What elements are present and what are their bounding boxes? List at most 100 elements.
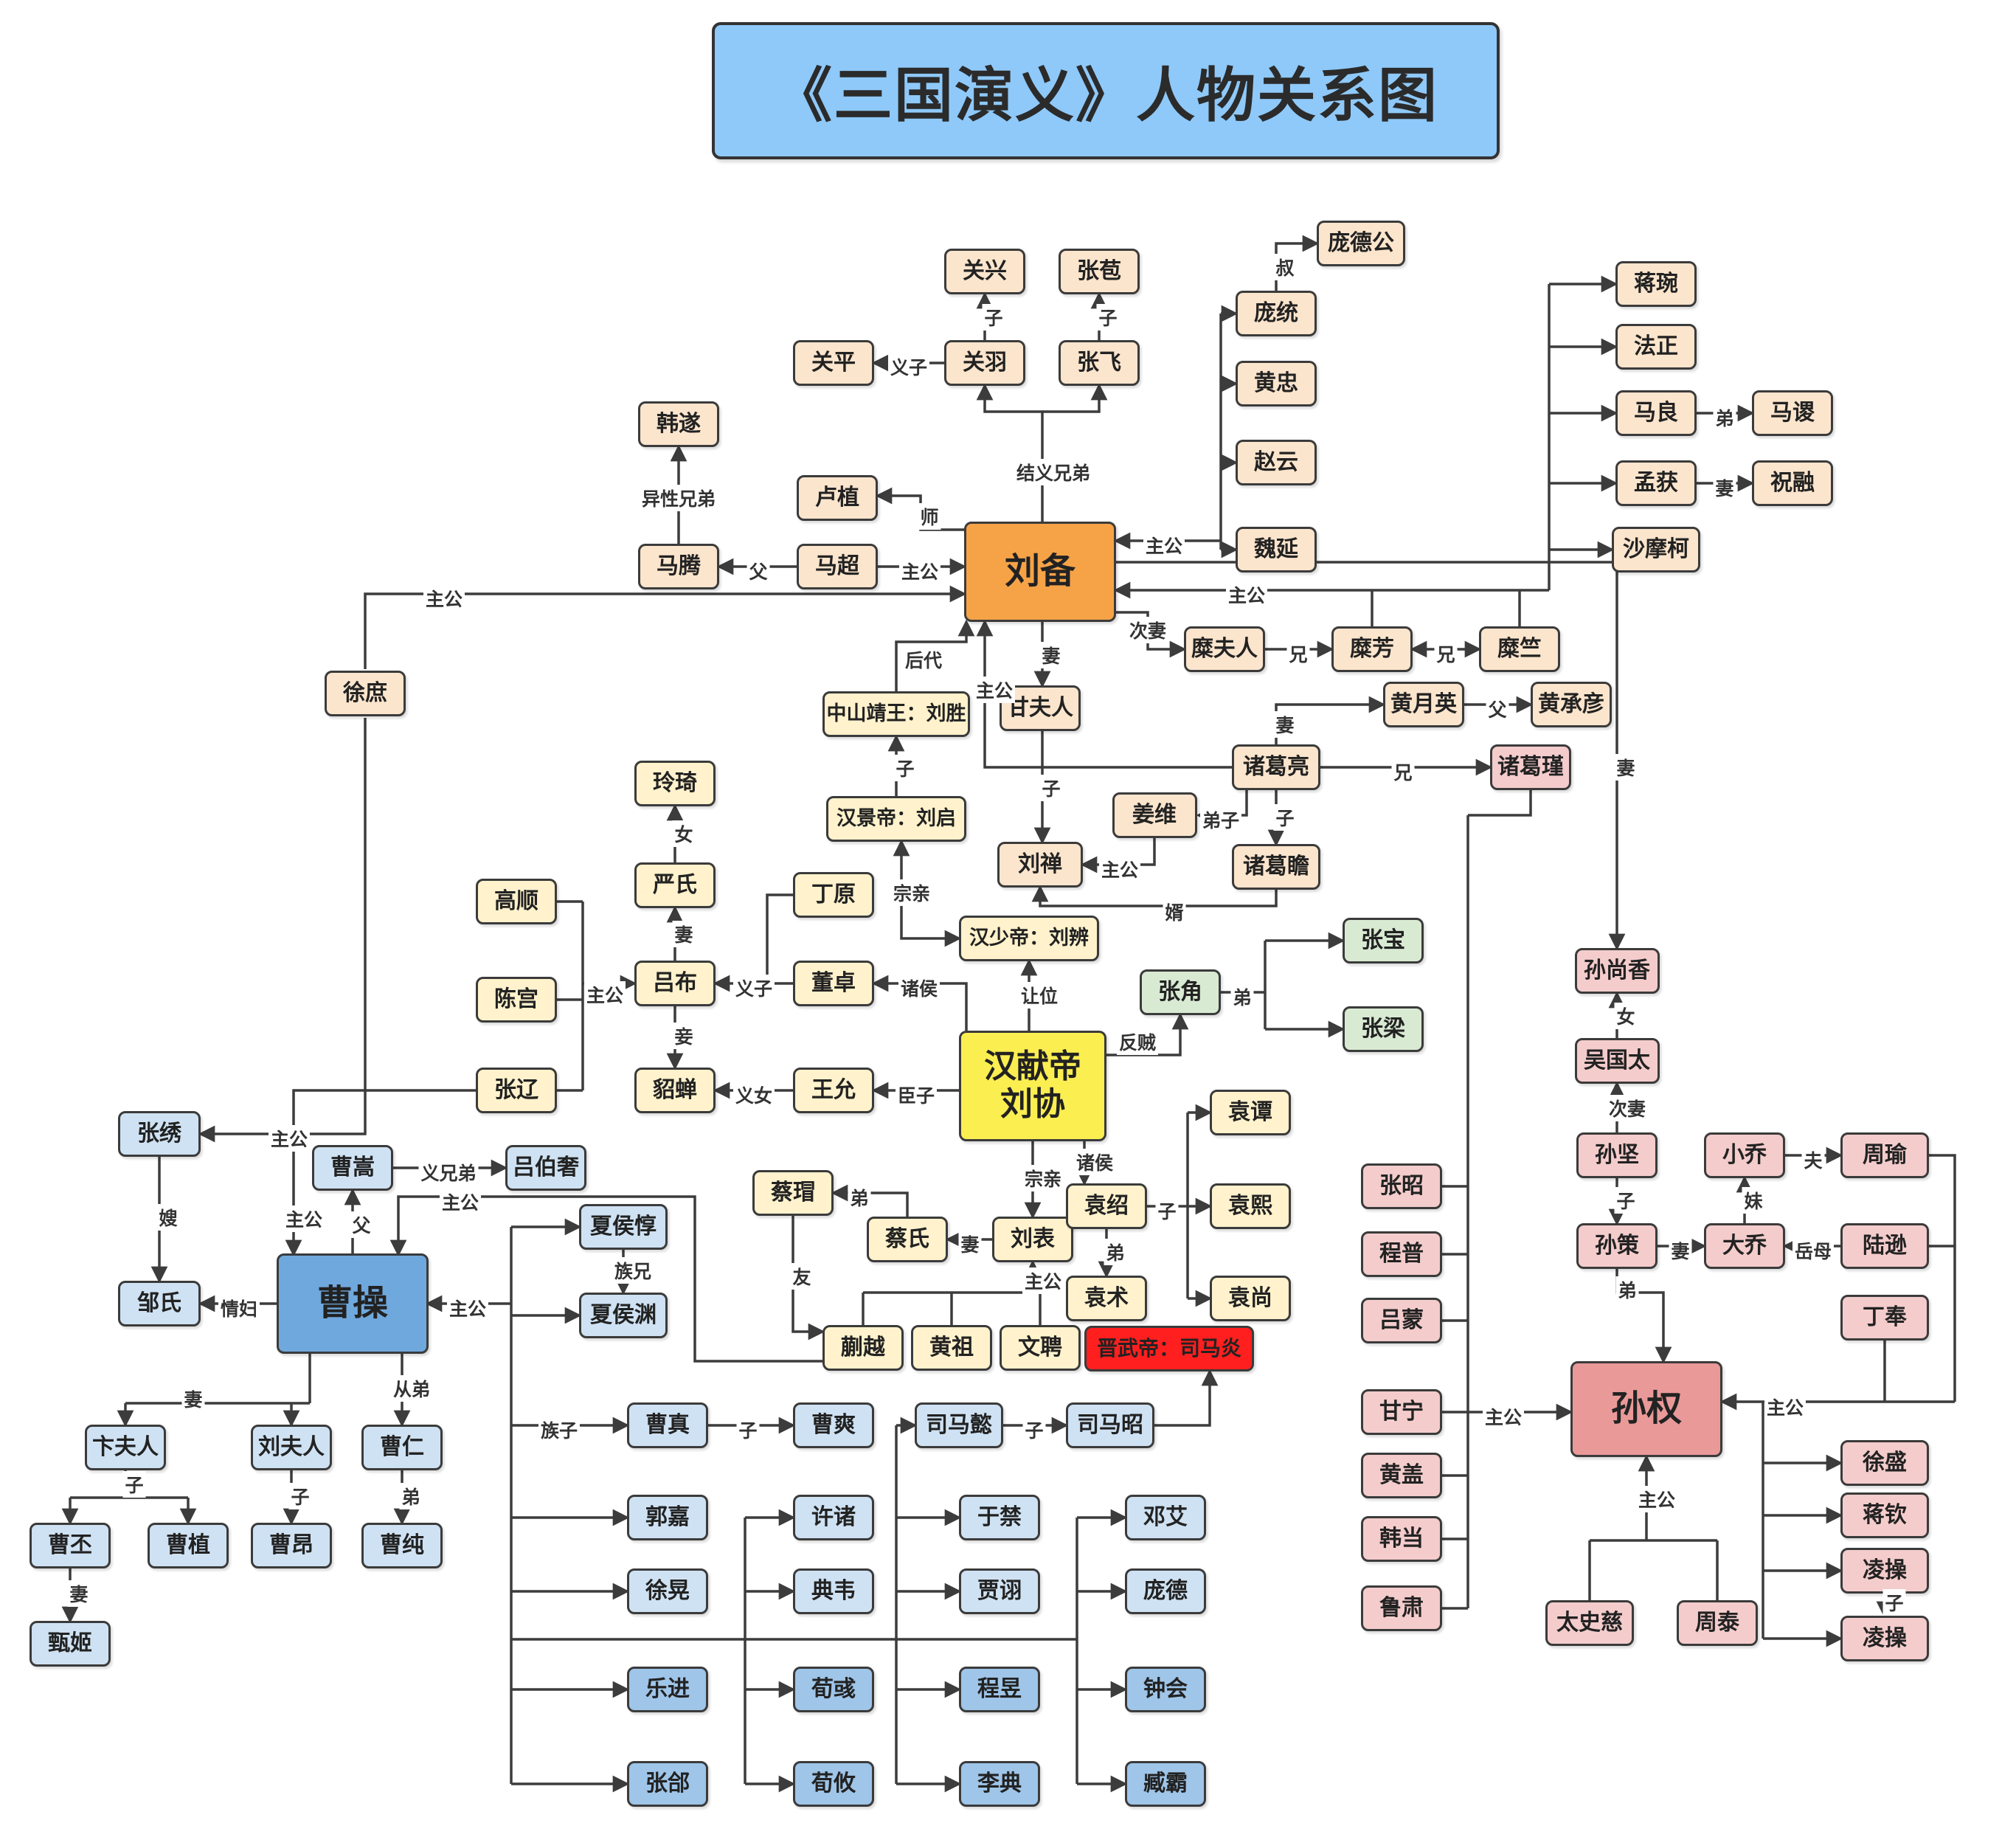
- node-pang-de[interactable]: 庞德: [1125, 1568, 1206, 1614]
- node-sun-jian[interactable]: 孙坚: [1576, 1132, 1658, 1178]
- node-tai-shi-ci[interactable]: 太史慈: [1545, 1600, 1634, 1646]
- node-ling-cao-2[interactable]: 凌操: [1840, 1616, 1929, 1661]
- node-ma-liang[interactable]: 马良: [1615, 390, 1697, 436]
- node-zhang-zhao-wu[interactable]: 张昭: [1361, 1163, 1442, 1209]
- node-yuan-shang[interactable]: 袁尚: [1210, 1276, 1291, 1321]
- node-wei-yan[interactable]: 魏延: [1236, 527, 1317, 573]
- node-wen-pin[interactable]: 文聘: [1000, 1325, 1081, 1371]
- node-sha-mo-ke[interactable]: 沙摩柯: [1612, 527, 1700, 573]
- node-jiang-wan[interactable]: 蒋琬: [1615, 261, 1697, 307]
- node-pang-de-gong[interactable]: 庞德公: [1317, 221, 1405, 266]
- node-meng-huo[interactable]: 孟获: [1615, 460, 1697, 506]
- node-xu-chu[interactable]: 许诸: [793, 1495, 874, 1540]
- node-lu-xun[interactable]: 陆逊: [1840, 1223, 1929, 1269]
- node-wu-guo-tai[interactable]: 吴国太: [1574, 1038, 1660, 1084]
- node-cao-song[interactable]: 曹嵩: [312, 1145, 393, 1191]
- node-lu-su[interactable]: 鲁肃: [1361, 1585, 1442, 1631]
- node-guo-jia[interactable]: 郭嘉: [627, 1495, 708, 1540]
- node-pang-tong[interactable]: 庞统: [1236, 291, 1317, 336]
- node-cao-chun[interactable]: 曹纯: [361, 1523, 443, 1568]
- node-cao-ren[interactable]: 曹仁: [361, 1425, 443, 1470]
- node-gao-shun[interactable]: 高顺: [476, 879, 557, 924]
- node-zhu-ge-zhan[interactable]: 诸葛瞻: [1232, 844, 1320, 890]
- node-huang-zu[interactable]: 黄祖: [911, 1325, 992, 1371]
- node-mi-fu-ren[interactable]: 糜夫人: [1184, 626, 1265, 672]
- node-diao-chan[interactable]: 貂蝉: [634, 1068, 716, 1113]
- node-wang-yun[interactable]: 王允: [793, 1068, 874, 1113]
- node-xu-huang[interactable]: 徐晃: [627, 1568, 708, 1614]
- node-deng-ai[interactable]: 邓艾: [1125, 1495, 1206, 1540]
- node-mi-fang[interactable]: 糜芳: [1331, 626, 1413, 672]
- node-huang-yue-ying[interactable]: 黄月英: [1383, 682, 1464, 727]
- node-guan-xing[interactable]: 关兴: [944, 249, 1025, 294]
- node-cao-zhi[interactable]: 曹植: [148, 1523, 229, 1568]
- node-zhang-jiao[interactable]: 张角: [1140, 969, 1221, 1015]
- node-le-jin[interactable]: 乐进: [627, 1667, 708, 1712]
- node-zhang-fei[interactable]: 张飞: [1059, 340, 1140, 386]
- node-cao-cao[interactable]: 曹操: [277, 1253, 429, 1354]
- node-lv-bo-she[interactable]: 吕伯奢: [505, 1145, 586, 1191]
- node-xia-hou-yuan[interactable]: 夏侯渊: [579, 1293, 668, 1338]
- node-guan-yu[interactable]: 关羽: [944, 340, 1025, 386]
- node-zhang-xiu[interactable]: 张绣: [118, 1111, 201, 1157]
- node-zhang-he[interactable]: 张郃: [627, 1761, 708, 1807]
- node-li-dian[interactable]: 李典: [959, 1761, 1040, 1807]
- node-da-qiao[interactable]: 大乔: [1704, 1223, 1785, 1269]
- node-xu-sheng[interactable]: 徐盛: [1840, 1440, 1929, 1486]
- node-zhang-liao[interactable]: 张辽: [476, 1068, 557, 1113]
- node-zhen-ji[interactable]: 甄姬: [30, 1621, 111, 1667]
- node-xun-yu[interactable]: 荀彧: [793, 1667, 874, 1712]
- node-cheng-yu[interactable]: 程昱: [959, 1667, 1040, 1712]
- node-zang-ba[interactable]: 臧霸: [1125, 1761, 1206, 1807]
- node-yuan-shu[interactable]: 袁术: [1066, 1276, 1147, 1321]
- node-sun-quan[interactable]: 孙权: [1570, 1361, 1722, 1457]
- node-sun-ce[interactable]: 孙策: [1576, 1223, 1658, 1269]
- node-liu-fu-ren[interactable]: 刘夫人: [251, 1425, 332, 1470]
- node-yu-jin[interactable]: 于禁: [959, 1495, 1040, 1540]
- node-lu-zhi[interactable]: 卢植: [797, 475, 878, 521]
- node-ding-feng[interactable]: 丁奉: [1840, 1295, 1929, 1341]
- node-zhu-rong[interactable]: 祝融: [1752, 460, 1833, 506]
- node-zhang-bao-2[interactable]: 张宝: [1343, 918, 1424, 964]
- node-zhou-yu[interactable]: 周瑜: [1840, 1132, 1929, 1178]
- node-ma-chao[interactable]: 马超: [797, 544, 878, 589]
- node-cao-ang[interactable]: 曹昂: [251, 1523, 332, 1568]
- node-cai-mao[interactable]: 蔡瑁: [752, 1170, 834, 1216]
- node-guan-ping[interactable]: 关平: [793, 340, 874, 386]
- node-bian-fu-ren[interactable]: 卞夫人: [85, 1425, 166, 1470]
- node-cao-zhen[interactable]: 曹真: [627, 1402, 708, 1448]
- node-huang-gai[interactable]: 黄盖: [1361, 1453, 1442, 1498]
- node-xiao-qiao[interactable]: 小乔: [1704, 1132, 1785, 1178]
- node-si-ma-zhao[interactable]: 司马昭: [1066, 1402, 1154, 1448]
- node-zhou-tai[interactable]: 周泰: [1677, 1600, 1758, 1646]
- node-zou-shi[interactable]: 邹氏: [118, 1281, 201, 1326]
- node-liu-qi2[interactable]: 汉景帝：刘启: [826, 796, 966, 842]
- node-sun-shang-xiang[interactable]: 孙尚香: [1574, 948, 1660, 994]
- node-yan-shi[interactable]: 严氏: [634, 862, 716, 908]
- node-zhang-bao[interactable]: 张苞: [1059, 249, 1140, 294]
- node-jiang-qin[interactable]: 蒋钦: [1840, 1492, 1929, 1538]
- node-zhong-hui[interactable]: 钟会: [1125, 1667, 1206, 1712]
- node-dian-wei[interactable]: 典韦: [793, 1568, 874, 1614]
- node-han-sui[interactable]: 韩遂: [638, 401, 719, 447]
- node-cao-pi[interactable]: 曹丕: [30, 1523, 111, 1568]
- node-cai-shi[interactable]: 蔡氏: [867, 1217, 948, 1262]
- node-jin-wu-di[interactable]: 晋武帝：司马炎: [1084, 1326, 1254, 1371]
- node-zhao-yun[interactable]: 赵云: [1236, 440, 1317, 485]
- node-zhu-ge-jin[interactable]: 诸葛瑾: [1490, 744, 1571, 790]
- node-liu-shan[interactable]: 刘禅: [997, 842, 1083, 888]
- node-liu-bian[interactable]: 汉少帝：刘辨: [959, 916, 1099, 961]
- node-lv-bu[interactable]: 吕布: [634, 961, 716, 1006]
- node-yuan-shao[interactable]: 袁绍: [1066, 1183, 1147, 1229]
- node-yuan-xi[interactable]: 袁熙: [1210, 1183, 1291, 1229]
- node-ling-cao-1[interactable]: 凌操: [1840, 1548, 1929, 1594]
- node-huang-cheng-yan[interactable]: 黄承彦: [1531, 682, 1612, 727]
- node-cao-shuang[interactable]: 曹爽: [793, 1402, 874, 1448]
- node-xia-hou-dun[interactable]: 夏侯惇: [579, 1204, 668, 1250]
- node-zhu-ge-liang[interactable]: 诸葛亮: [1232, 744, 1320, 790]
- node-liu-sheng[interactable]: 中山靖王：刘胜: [822, 691, 970, 737]
- node-jiang-wei[interactable]: 姜维: [1112, 792, 1197, 838]
- node-ding-yuan[interactable]: 丁原: [793, 872, 874, 918]
- node-fa-zheng[interactable]: 法正: [1615, 324, 1697, 370]
- node-kuai-yue[interactable]: 蒯越: [822, 1325, 904, 1371]
